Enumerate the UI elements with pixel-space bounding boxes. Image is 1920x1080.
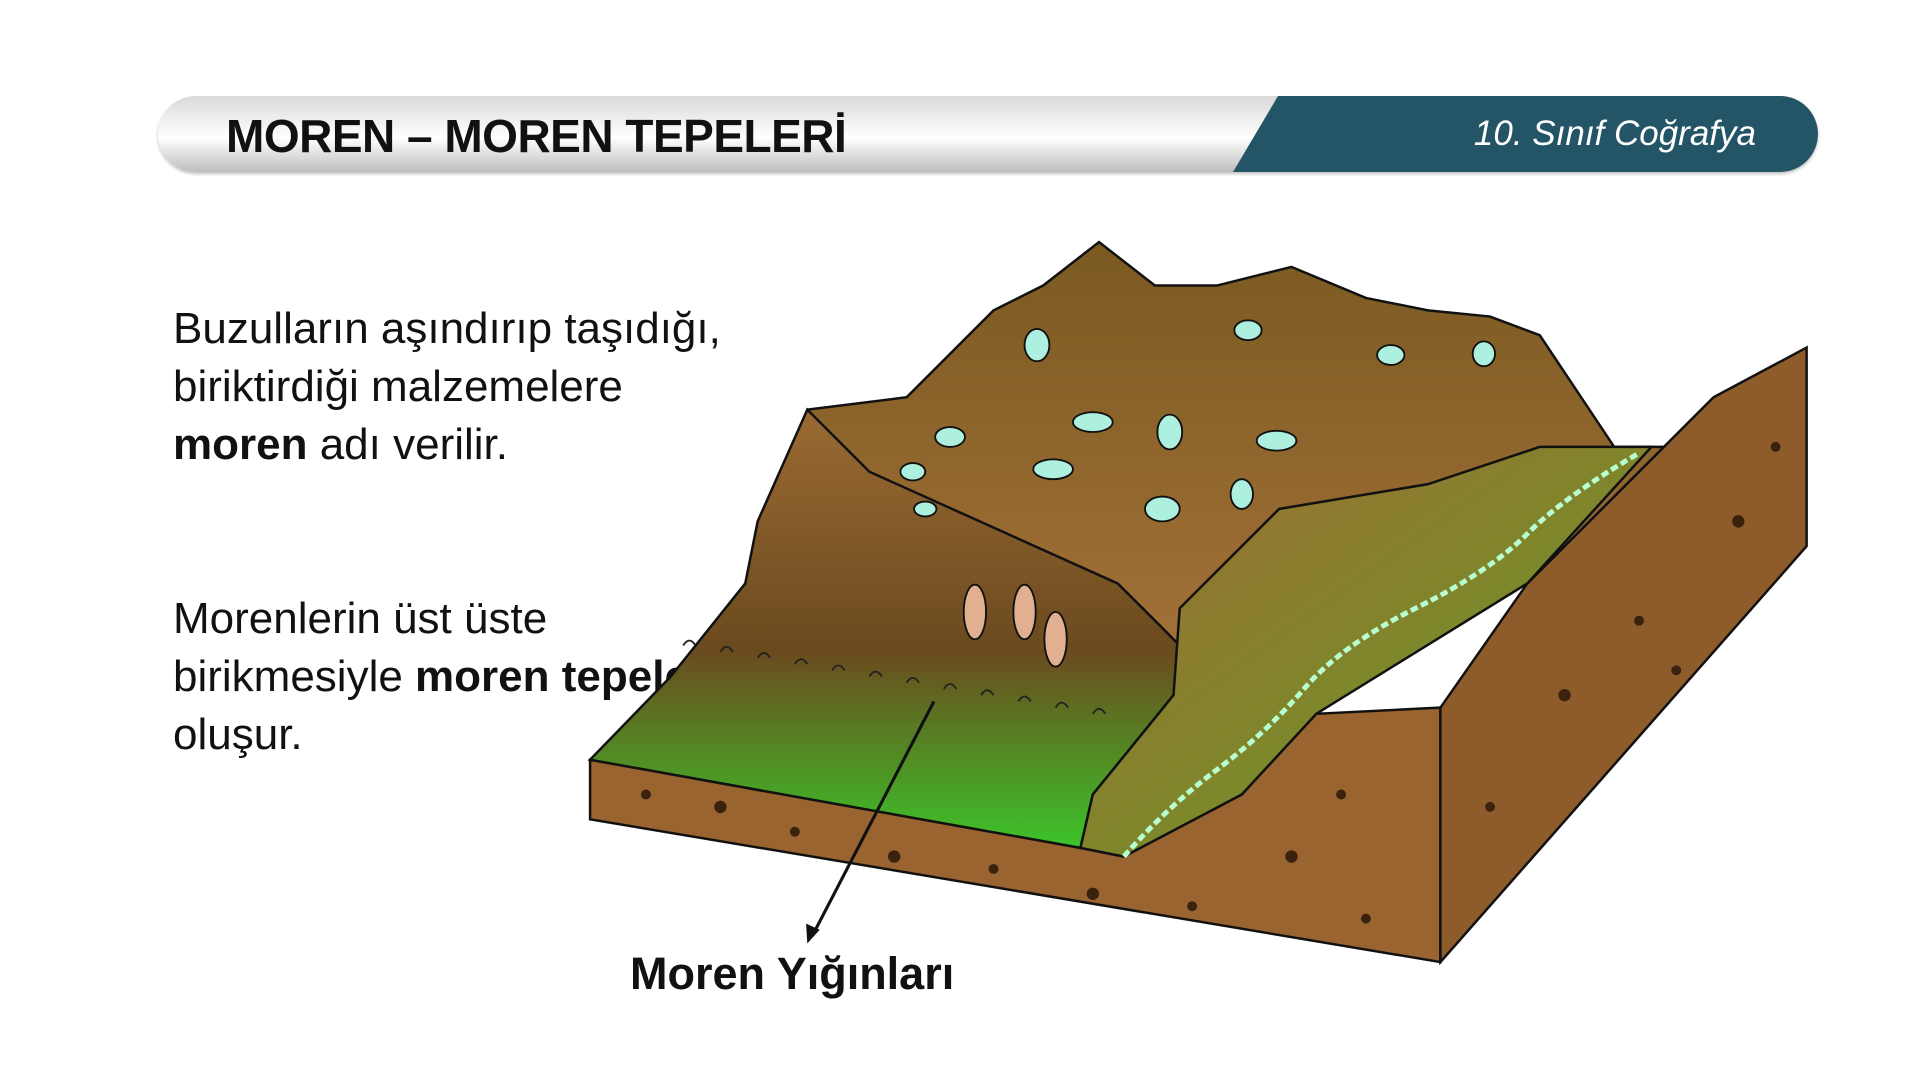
bold-term: moren [173, 420, 308, 469]
soil-pebbles [640, 441, 1781, 924]
label-arrow [812, 700, 936, 935]
text: adı verilir. [307, 420, 508, 469]
definition-paragraph: Buzulların aşındırıp taşıdığı, biriktird… [173, 300, 733, 474]
stream [1121, 450, 1641, 859]
arrow-head-icon [806, 923, 820, 944]
subject-banner [1233, 96, 1818, 172]
moraine-ridges [682, 639, 1107, 715]
title-banner: MOREN – MOREN TEPELERİ 10. Sınıf Coğrafy… [158, 96, 1818, 172]
text: oluşur. [173, 710, 303, 759]
text: Buzulların aşındırıp taşıdığı, biriktird… [173, 304, 721, 411]
text: Morenlerin üst üste birikmesiyle [173, 594, 548, 701]
ice-patches [899, 319, 1496, 523]
moraine-label: Moren Yığınları [630, 948, 955, 999]
slide-title: MOREN – MOREN TEPELERİ [226, 110, 847, 162]
drumlins [962, 583, 1068, 668]
moraine-hills-paragraph: Morenlerin üst üste birikmesiyle moren t… [173, 590, 733, 764]
subject-label: 10. Sınıf Coğrafya [1473, 114, 1756, 153]
